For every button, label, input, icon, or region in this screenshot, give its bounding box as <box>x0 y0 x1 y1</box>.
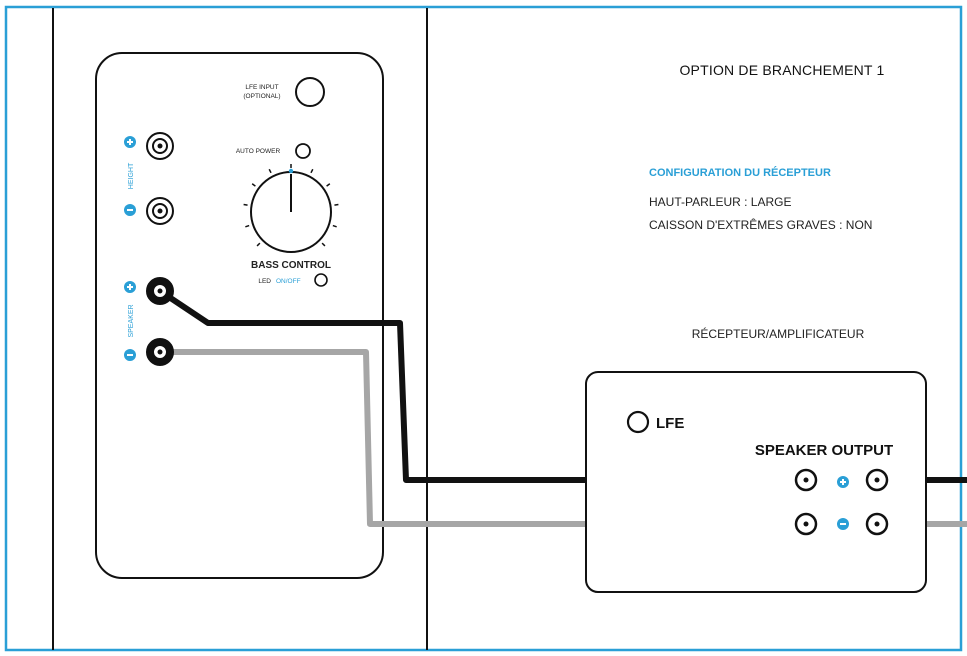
lfe-input-optional-label: (OPTIONAL) <box>243 93 280 100</box>
receiver-amplifier-box <box>585 371 927 593</box>
receiver-lfe-label: LFE <box>656 415 684 432</box>
knob-tick <box>268 168 272 174</box>
receiver-output-left-plus-terminal[interactable] <box>794 468 818 492</box>
bass-control-label: BASS CONTROL <box>251 260 331 271</box>
receiver-label: RÉCEPTEUR/AMPLIFICATEUR <box>692 326 865 341</box>
knob-tick <box>245 224 250 228</box>
speaker-minus-icon <box>124 349 136 361</box>
receiver-lfe-jack[interactable] <box>626 410 650 434</box>
height-label: HEIGHT <box>128 162 135 189</box>
speaker-plus-terminal[interactable] <box>146 277 174 305</box>
lfe-input-jack[interactable] <box>295 77 325 107</box>
receiver-output-right-minus-terminal[interactable] <box>865 512 889 536</box>
speaker-minus-terminal[interactable] <box>146 338 174 366</box>
lfe-input-label: LFE INPUT <box>245 84 278 91</box>
receiver-config-line-subwoofer: CAISSON D'EXTRÊMES GRAVES : NON <box>649 217 872 232</box>
receiver-config-heading: CONFIGURATION DU RÉCEPTEUR <box>649 166 831 179</box>
knob-tick <box>243 203 248 206</box>
speaker-back-panel <box>95 52 384 579</box>
height-minus-terminal[interactable] <box>146 197 174 225</box>
receiver-config-line-speaker: HAUT-PARLEUR : LARGE <box>649 195 791 209</box>
positive-cable <box>158 288 803 483</box>
led-switch[interactable] <box>314 273 328 287</box>
bass-control-knob[interactable] <box>250 168 332 253</box>
receiver-minus-icon <box>837 518 849 530</box>
knob-tick <box>310 168 314 174</box>
speaker-output-label: SPEAKER OUTPUT <box>755 442 893 459</box>
speaker-label: SPEAKER <box>128 304 135 337</box>
knob-tick <box>251 183 256 187</box>
knob-tick <box>332 224 337 228</box>
speaker-plus-icon <box>124 281 136 293</box>
receiver-output-left-minus-terminal[interactable] <box>794 512 818 536</box>
height-plus-terminal[interactable] <box>146 132 174 160</box>
receiver-output-right-plus-terminal[interactable] <box>865 468 889 492</box>
receiver-plus-icon <box>837 476 849 488</box>
height-minus-icon <box>124 204 136 216</box>
knob-tick <box>321 242 326 247</box>
knob-tick <box>256 242 261 247</box>
bass-control-scale <box>243 164 339 247</box>
led-state-label: ON/OFF <box>276 278 301 285</box>
led-label: LED <box>258 278 271 285</box>
auto-power-label: AUTO POWER <box>236 148 281 155</box>
diagram-title: OPTION DE BRANCHEMENT 1 <box>679 62 884 78</box>
knob-tick <box>326 183 331 187</box>
auto-power-switch[interactable] <box>295 143 311 159</box>
height-plus-icon <box>124 136 136 148</box>
knob-tick <box>334 203 339 206</box>
